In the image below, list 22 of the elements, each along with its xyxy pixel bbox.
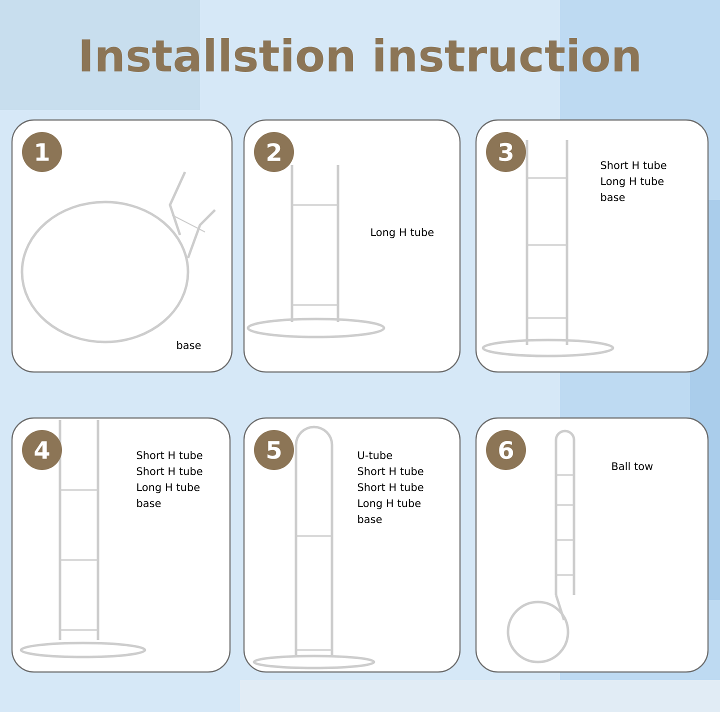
step-badge: 3 bbox=[486, 132, 526, 172]
step-badge: 4 bbox=[22, 430, 62, 470]
part-label: Short H tube bbox=[136, 451, 202, 460]
part-label: Ball tow bbox=[612, 462, 653, 470]
part-label: base bbox=[137, 499, 161, 508]
step-badge: 2 bbox=[254, 132, 294, 172]
step-badge: 5 bbox=[254, 430, 294, 470]
step-badge: 1 bbox=[22, 132, 62, 172]
part-label: Short H tube bbox=[358, 467, 424, 476]
step-badge: 6 bbox=[486, 430, 526, 470]
part-label: Long H tube bbox=[601, 177, 664, 188]
part-label: base bbox=[358, 515, 382, 524]
part-label: Short H tube bbox=[358, 483, 424, 492]
part-label: Short H tube bbox=[600, 161, 666, 170]
part-label: Long H tube bbox=[371, 228, 434, 238]
part-label: Long H tube bbox=[358, 499, 421, 510]
part-label: base bbox=[601, 193, 625, 202]
part-label: Long H tube bbox=[137, 483, 200, 494]
part-label: U-tube bbox=[358, 451, 392, 460]
part-label: base bbox=[177, 341, 201, 350]
part-label: Short H tube bbox=[136, 467, 202, 476]
title: Installstion instruction bbox=[82, 38, 639, 72]
